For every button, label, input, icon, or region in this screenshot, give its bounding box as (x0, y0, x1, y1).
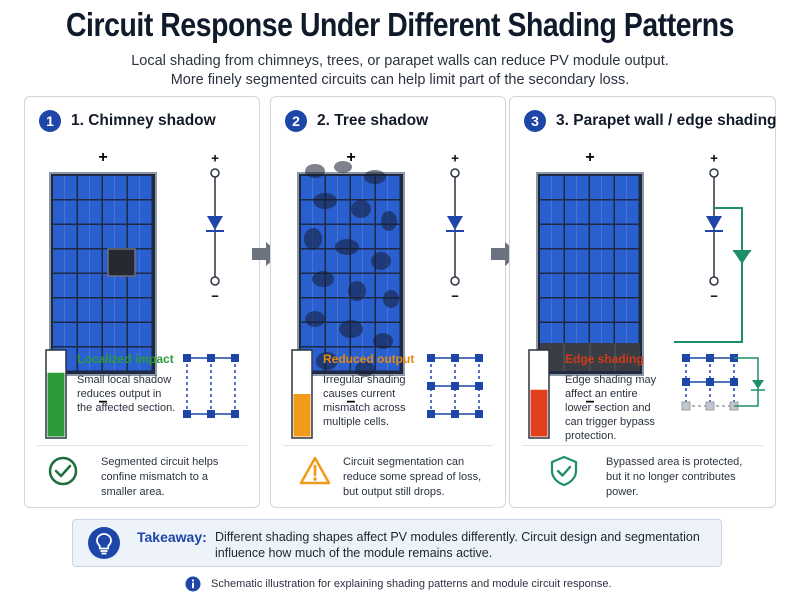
panel-tree-shadow: 2 2. Tree shadow + − + (270, 96, 506, 508)
bypass-diode-icon (734, 252, 750, 264)
module-plus-label: + (585, 149, 594, 166)
diode-icon (706, 216, 722, 230)
module-plus-label: + (98, 149, 107, 166)
pv-module-chimney: + − (47, 149, 182, 411)
panel-divider (283, 445, 493, 446)
subtitle-line-1: Local shading from chimneys, trees, or p… (131, 53, 669, 69)
circuit-plus-label: + (710, 152, 718, 165)
panel-chimney-shadow: 1 1. Chimney shadow + − + − Localized im… (24, 96, 260, 508)
string-circuit: + − (415, 152, 495, 312)
edge-shading-mark (540, 343, 640, 371)
step-number-badge: 2 (285, 110, 307, 132)
module-minus-label: − (346, 394, 355, 411)
diode-icon (447, 216, 463, 230)
step-number-badge: 3 (524, 110, 546, 132)
status-label: Edge shading (565, 352, 644, 366)
circuit-minus-label: − (710, 288, 718, 303)
terminal-dot (709, 276, 719, 286)
chimney-shadow-mark (107, 248, 136, 277)
status-label: Localized impact (77, 352, 174, 366)
panel-note: Segmented circuit helps confine mismatch… (101, 456, 219, 498)
module-plus-label: + (346, 149, 355, 166)
info-icon (185, 576, 201, 592)
panel-header: 3 3. Parapet wall / edge shading (524, 110, 777, 132)
string-circuit: + − (175, 152, 255, 312)
panel-note: Bypassed area is protected, but it no lo… (606, 456, 743, 498)
panel-title: 3. Parapet wall / edge shading (556, 112, 777, 129)
circuit-plus-label: + (211, 152, 219, 165)
circuit-plus-label: + (451, 152, 459, 165)
lightbulb-icon (87, 526, 121, 560)
panel-note: Circuit segmentation can reduce some spr… (343, 456, 482, 498)
output-level-fill (530, 389, 548, 437)
terminal-dot (450, 276, 460, 286)
terminal-dot (709, 168, 719, 178)
diode-icon (207, 216, 223, 230)
segmented-grid-diagram (181, 352, 261, 422)
pv-module-edge: + − (534, 149, 669, 411)
panel-header: 2 2. Tree shadow (285, 110, 428, 132)
footer-text: Schematic illustration for explaining sh… (211, 578, 612, 590)
shield-check-icon (548, 455, 580, 487)
panel-header: 1 1. Chimney shadow (39, 110, 216, 132)
takeaway-text: Different shading shapes affect PV modul… (215, 530, 700, 560)
subtitle-line-2: More finely segmented circuits can help … (170, 72, 630, 88)
output-level-bar (45, 349, 67, 439)
footer-note: Schematic illustration for explaining sh… (185, 576, 612, 592)
tree-shadow-mark (304, 161, 399, 377)
check-circle-icon (47, 455, 79, 487)
status-label: Reduced output (323, 352, 415, 366)
circuit-minus-label: − (211, 288, 219, 303)
terminal-dot (210, 168, 220, 178)
takeaway-label: Takeaway: (137, 529, 207, 545)
segmented-grid-bypass-diagram (680, 352, 770, 422)
segmented-grid-diagram (425, 352, 505, 422)
output-level-fill (293, 394, 311, 437)
step-number-badge: 1 (39, 110, 61, 132)
module-minus-label: − (98, 394, 107, 411)
terminal-dot (210, 276, 220, 286)
panel-divider (37, 445, 247, 446)
circuit-minus-label: − (451, 288, 459, 303)
page-title: Circuit Response Under Different Shading… (65, 6, 735, 43)
takeaway-box: Takeaway: Different shading shapes affec… (72, 519, 722, 567)
string-circuit-bypass: + − (674, 152, 774, 352)
cell-grid (49, 172, 157, 376)
panel-title: 2. Tree shadow (317, 112, 429, 129)
status-description: Small local shadow reduces output in the… (77, 374, 176, 414)
status-description: Edge shading may affect an entire lower … (565, 374, 657, 442)
module-minus-label: − (585, 394, 594, 411)
status-description: Irregular shading causes current mismatc… (323, 374, 406, 428)
panel-parapet-edge-shading: 3 3. Parapet wall / edge shading + − + (509, 96, 777, 508)
pv-module-tree: + − (295, 149, 430, 411)
output-level-bar (528, 349, 550, 439)
panel-divider (522, 445, 763, 446)
panel-title: 1. Chimney shadow (71, 112, 216, 129)
warning-triangle-icon (299, 455, 331, 487)
output-level-bar (291, 349, 313, 439)
terminal-dot (450, 168, 460, 178)
page-subtitle: Local shading from chimneys, trees, or p… (0, 52, 800, 90)
output-level-fill (47, 372, 65, 437)
